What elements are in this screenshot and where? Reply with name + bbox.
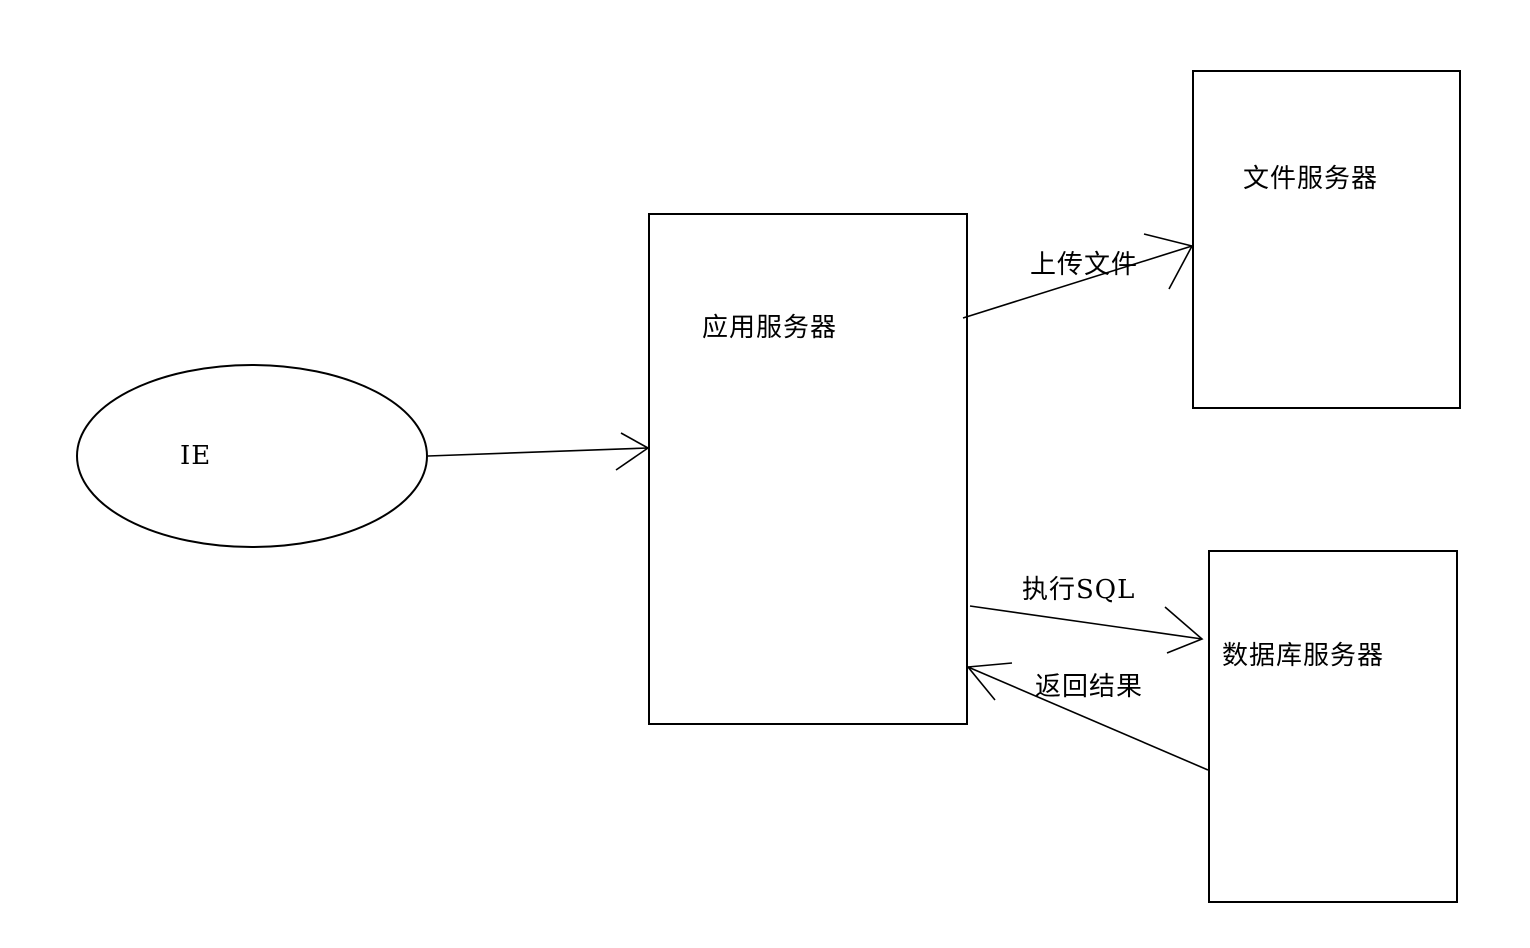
edge-label-return-result: 返回结果 bbox=[1035, 672, 1143, 702]
edge-app-to-db-shaft bbox=[969, 605, 1203, 640]
db-server-node-rect bbox=[1208, 550, 1458, 903]
edge-ie-to-app-server bbox=[427, 432, 650, 471]
file-server-node-rect bbox=[1192, 70, 1461, 409]
app-server-node-rect bbox=[648, 213, 968, 725]
arrowhead-icon bbox=[966, 662, 1013, 701]
shapes-layer bbox=[76, 70, 1461, 903]
arrowhead-icon bbox=[1143, 233, 1194, 290]
edge-app-server-to-db-server bbox=[969, 605, 1204, 654]
edge-db-to-app-shaft bbox=[967, 666, 1209, 771]
app-server-node-label: 应用服务器 bbox=[702, 313, 837, 343]
edge-app-to-file-shaft bbox=[962, 245, 1193, 319]
edges-layer bbox=[427, 233, 1209, 771]
edge-db-server-to-app-server bbox=[966, 662, 1209, 771]
edge-app-server-to-file-server bbox=[962, 233, 1194, 319]
arrowhead-icon bbox=[615, 432, 650, 471]
edge-label-execute-sql: 执行SQL bbox=[1022, 575, 1135, 605]
ie-node-label: IE bbox=[180, 441, 211, 471]
db-server-node-label: 数据库服务器 bbox=[1222, 641, 1384, 671]
edge-label-upload-file: 上传文件 bbox=[1030, 250, 1138, 280]
labels-layer: IE 应用服务器 文件服务器 数据库服务器 上传文件 执行SQL 返回结果 bbox=[180, 164, 1384, 702]
file-server-node-label: 文件服务器 bbox=[1243, 164, 1378, 194]
edge-ie-to-app-shaft bbox=[427, 447, 649, 457]
ie-node-ellipse bbox=[76, 364, 428, 548]
arrowhead-icon bbox=[1164, 606, 1204, 654]
